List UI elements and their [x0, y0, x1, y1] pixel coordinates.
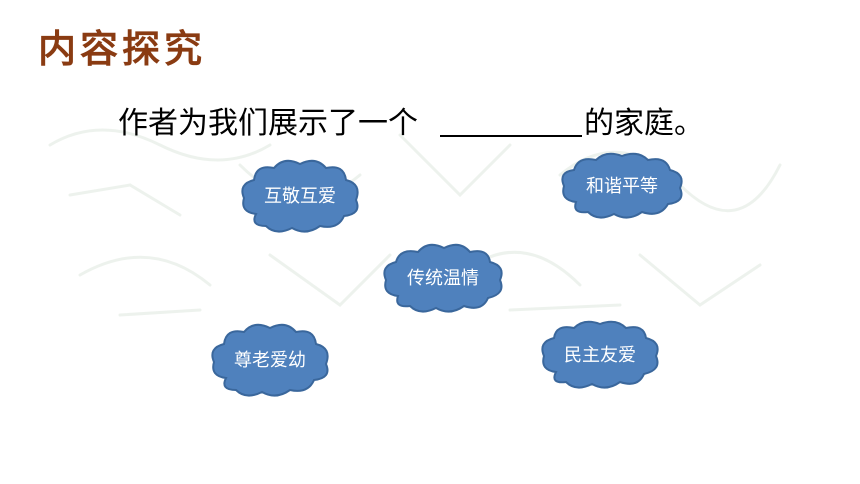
- cloud-label: 传统温情: [407, 268, 479, 289]
- question-prefix: 作者为我们展示了一个: [118, 106, 418, 141]
- cloud-option-4[interactable]: 尊老爱幼: [206, 320, 334, 398]
- cloud-option-1[interactable]: 互敬互爱: [236, 156, 364, 234]
- cloud-shape: [383, 243, 503, 313]
- cloud-shape: [211, 323, 329, 397]
- answer-blank: [440, 105, 582, 137]
- cloud-label: 互敬互爱: [264, 186, 336, 207]
- cloud-shape: [241, 159, 359, 233]
- cloud-option-3[interactable]: 传统温情: [378, 240, 508, 314]
- cloud-shape: [541, 320, 659, 389]
- question-suffix: 的家庭。: [584, 106, 704, 141]
- cloud-label: 尊老爱幼: [234, 350, 306, 371]
- cloud-shape: [561, 152, 683, 219]
- page-title: 内容探究: [38, 26, 207, 71]
- cloud-label: 民主友爱: [564, 345, 636, 366]
- question-text: 作者为我们展示了一个 的家庭。: [118, 98, 704, 142]
- cloud-option-2[interactable]: 和谐平等: [556, 150, 688, 220]
- cloud-option-5[interactable]: 民主友爱: [536, 318, 664, 390]
- cloud-label: 和谐平等: [586, 176, 658, 197]
